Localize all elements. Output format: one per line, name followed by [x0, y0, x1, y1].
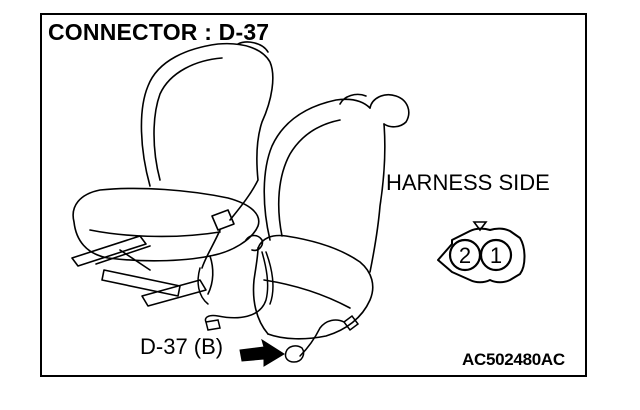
connector-icon: 2 1 — [437, 221, 526, 284]
connector-pin-circle-1 — [479, 238, 513, 272]
connector-title: CONNECTOR : D-37 — [48, 19, 270, 45]
left-seat-illustration — [71, 41, 274, 307]
connector-lock-triangle — [472, 221, 488, 232]
figure-frame — [40, 13, 587, 377]
connector-pin-label-1: 1 — [490, 243, 502, 268]
connector-pin-label-2: 2 — [459, 243, 471, 268]
harness-side-label: HARNESS SIDE — [386, 170, 550, 195]
connector-callout-label: D-37 (B) — [140, 334, 224, 359]
wire-harness — [197, 251, 360, 363]
pointer-arrow-icon — [239, 338, 285, 367]
connector-housing — [437, 227, 526, 284]
figure-id: AC502480AC — [462, 350, 565, 369]
right-seat-illustration — [245, 93, 410, 340]
